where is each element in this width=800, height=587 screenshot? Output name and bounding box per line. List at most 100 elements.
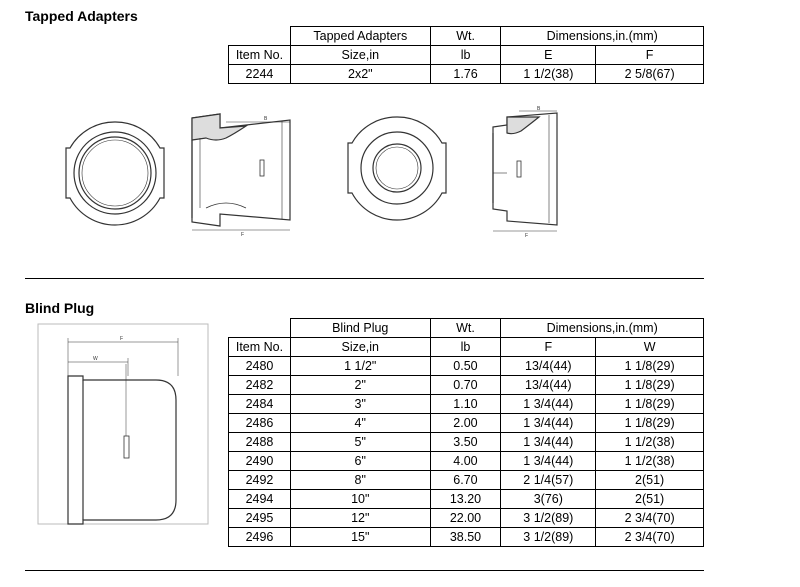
cell-dim-1: 1 3/4(44) [500,432,597,452]
header-weight: Wt. [429,318,502,338]
cell-weight: 1.10 [429,394,502,414]
cell-dim-2: 1 1/8(29) [595,375,704,395]
blind-plug-table: Blind Plug Wt. Dimensions,in.(mm) Item N… [228,318,704,547]
cell-weight: 6.70 [429,470,502,490]
cell-dim-1: 1 3/4(44) [500,394,597,414]
cell-size: 6" [289,451,431,471]
cell-dim-1: 13/4(44) [500,356,597,376]
header-product: Blind Plug [289,318,431,338]
subheader-unit: lb [429,45,502,65]
dimension-label-b: B [264,116,268,122]
header-dimensions: Dimensions,in.(mm) [500,318,704,338]
cell-weight: 0.70 [429,375,502,395]
dimension-label-f: F [120,336,123,342]
cell-weight: 1.76 [429,64,502,84]
cell-item-no: 2492 [228,470,291,490]
header-product: Tapped Adapters [289,26,431,46]
cell-dim-1: 3 1/2(89) [500,508,597,528]
cell-dim-1: 3 1/2(89) [500,527,597,547]
cell-weight: 2.00 [429,413,502,433]
cell-item-no: 2490 [228,451,291,471]
section-divider [25,278,704,279]
cell-dim-1: 13/4(44) [500,375,597,395]
cell-size: 8" [289,470,431,490]
cell-size: 2x2" [289,64,431,84]
cell-dim-2: 1 1/8(29) [595,413,704,433]
subheader-item-no: Item No. [228,45,291,65]
table-subheader-row: Item No. Size,in lb F W [228,337,704,357]
header-blank [229,27,291,46]
tapped-adapters-table: Tapped Adapters Wt. Dimensions,in.(mm) I… [228,26,704,84]
cell-dim-2: 1 1/8(29) [595,356,704,376]
dimension-label-w: W [93,356,98,362]
cell-weight: 13.20 [429,489,502,509]
cell-item-no: 2495 [228,508,291,528]
tapped-adapter-side-section-drawing-2: B F [492,106,558,239]
cell-item-no: 2244 [228,64,291,84]
table-header-row: Tapped Adapters Wt. Dimensions,in.(mm) [229,26,704,46]
cell-item-no: 2496 [228,527,291,547]
dimension-label-b-2: B [537,106,541,112]
cell-dim-1: 2 1/4(57) [500,470,597,490]
tapped-adapter-side-section-drawing: B F [191,113,291,238]
cell-weight: 4.00 [429,451,502,471]
table-header-row: Blind Plug Wt. Dimensions,in.(mm) [229,318,704,338]
blind-plug-title: Blind Plug [25,300,95,316]
dimension-label-f-2: F [525,233,528,239]
dimension-label-f: F [241,232,244,238]
cell-item-no: 2484 [228,394,291,414]
tapped-adapter-front-view-drawing [65,121,165,226]
cell-dim-1: 1 3/4(44) [500,413,597,433]
subheader-size: Size,in [289,337,431,357]
cell-dim-1: 3(76) [500,489,597,509]
cell-dim-2: 1 1/8(29) [595,394,704,414]
cell-dim-2: 2 5/8(67) [595,64,704,84]
subheader-dim-w: W [595,337,704,357]
cell-size: 12" [289,508,431,528]
section-divider-bottom [25,570,704,571]
cell-size: 5" [289,432,431,452]
subheader-dim-f: F [500,337,597,357]
header-weight: Wt. [429,26,502,46]
cell-weight: 22.00 [429,508,502,528]
cell-size: 15" [289,527,431,547]
cell-dim-2: 2 3/4(70) [595,527,704,547]
cell-weight: 3.50 [429,432,502,452]
cell-weight: 38.50 [429,527,502,547]
cell-dim-1: 1 1/2(38) [500,64,597,84]
table-subheader-row: Item No. Size,in lb E F [228,45,704,65]
cell-size: 10" [289,489,431,509]
cell-dim-2: 1 1/2(38) [595,432,704,452]
cell-size: 3" [289,394,431,414]
subheader-dim-e: E [500,45,597,65]
subheader-item-no: Item No. [228,337,291,357]
tapped-adapters-title: Tapped Adapters [25,8,138,24]
cell-dim-1: 1 3/4(44) [500,451,597,471]
cell-size: 4" [289,413,431,433]
cell-weight: 0.50 [429,356,502,376]
cell-item-no: 2480 [228,356,291,376]
cell-dim-2: 2(51) [595,489,704,509]
header-dimensions: Dimensions,in.(mm) [500,26,704,46]
subheader-unit: lb [429,337,502,357]
cell-dim-2: 2(51) [595,470,704,490]
cell-item-no: 2488 [228,432,291,452]
cell-size: 1 1/2" [289,356,431,376]
subheader-size: Size,in [289,45,431,65]
cell-size: 2" [289,375,431,395]
header-blank [229,319,291,338]
drawing-frame [37,323,209,525]
cell-item-no: 2486 [228,413,291,433]
cell-dim-2: 2 3/4(70) [595,508,704,528]
cell-dim-2: 1 1/2(38) [595,451,704,471]
